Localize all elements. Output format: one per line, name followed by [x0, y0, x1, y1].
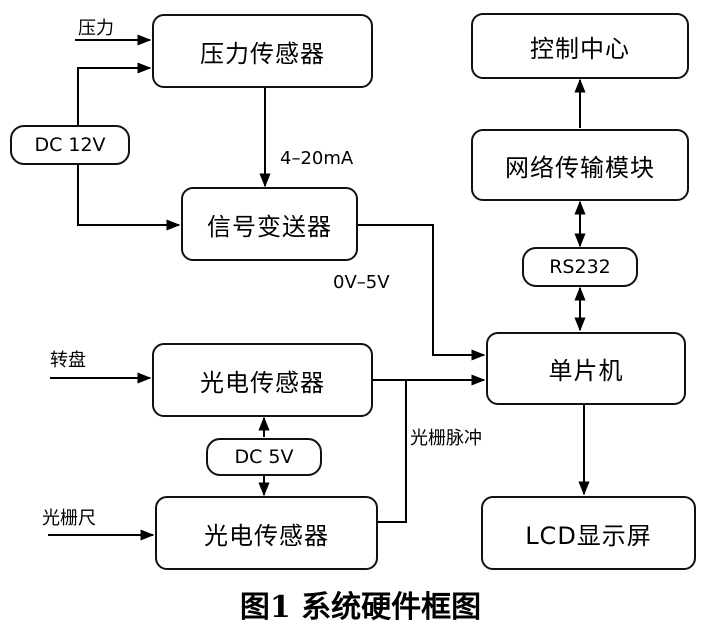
mcu-box: 单片机	[486, 332, 686, 405]
grating-pulse-label: 光栅脉冲	[410, 428, 482, 449]
lcd-box: LCD显示屏	[481, 496, 696, 570]
photo-sensor-1-box: 光电传感器	[152, 343, 373, 417]
turntable-label: 转盘	[50, 350, 86, 371]
pressure-label: 压力	[78, 18, 114, 39]
current-label: 4–20mA	[280, 148, 354, 169]
photo-sensor-2-box: 光电传感器	[155, 496, 378, 570]
control-center-box: 控制中心	[471, 13, 689, 79]
network-module-box: 网络传输模块	[471, 129, 689, 201]
rs232-badge: RS232	[522, 247, 638, 287]
voltage-label: 0V–5V	[333, 272, 390, 293]
dc12v-to-pressure-sensor	[77, 62, 152, 125]
grating-pulse-wire	[378, 380, 407, 523]
pressure-sensor-box: 压力传感器	[152, 14, 373, 88]
grating-ruler-label: 光栅尺	[42, 508, 96, 529]
transmitter-to-mcu-wire	[358, 224, 486, 361]
dc12v-badge: DC 12V	[10, 125, 130, 165]
dc12v-to-transmitter	[77, 165, 181, 231]
dc5v-badge: DC 5V	[206, 438, 322, 476]
figure-caption: 图1 系统硬件框图	[239, 590, 482, 625]
signal-transmitter-box: 信号变送器	[181, 187, 358, 261]
